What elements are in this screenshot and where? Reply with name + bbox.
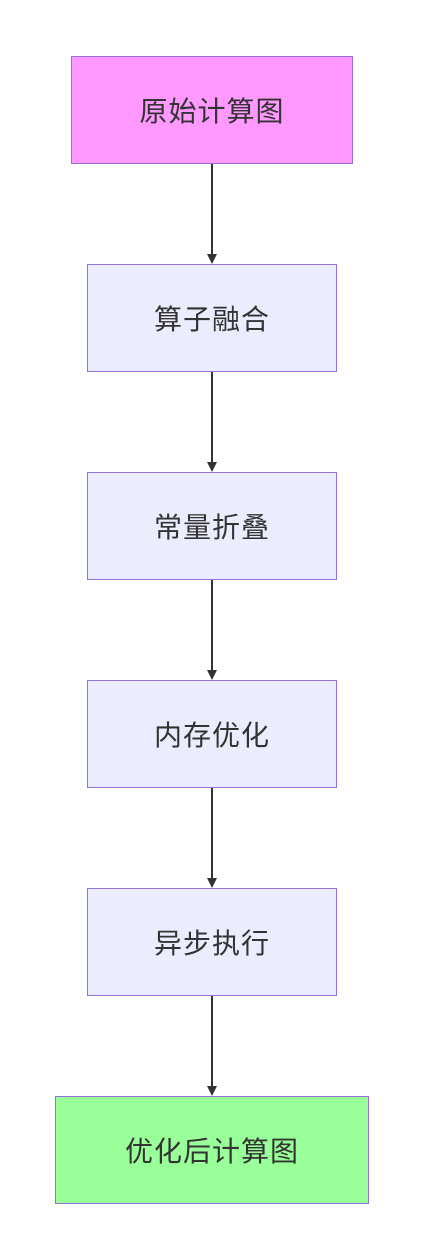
node-original-graph: 原始计算图 <box>71 56 353 164</box>
node-label: 异步执行 <box>153 927 270 960</box>
node-label: 常量折叠 <box>153 511 270 544</box>
node-optimized-graph: 优化后计算图 <box>55 1096 369 1204</box>
node-memory-optimization: 内存优化 <box>87 680 337 788</box>
node-label: 内存优化 <box>153 719 270 752</box>
node-constant-folding: 常量折叠 <box>87 472 337 580</box>
node-label: 算子融合 <box>153 303 270 336</box>
node-operator-fusion: 算子融合 <box>87 264 337 372</box>
node-label: 原始计算图 <box>139 95 285 128</box>
node-label: 优化后计算图 <box>124 1135 299 1168</box>
node-async-execution: 异步执行 <box>87 888 337 996</box>
